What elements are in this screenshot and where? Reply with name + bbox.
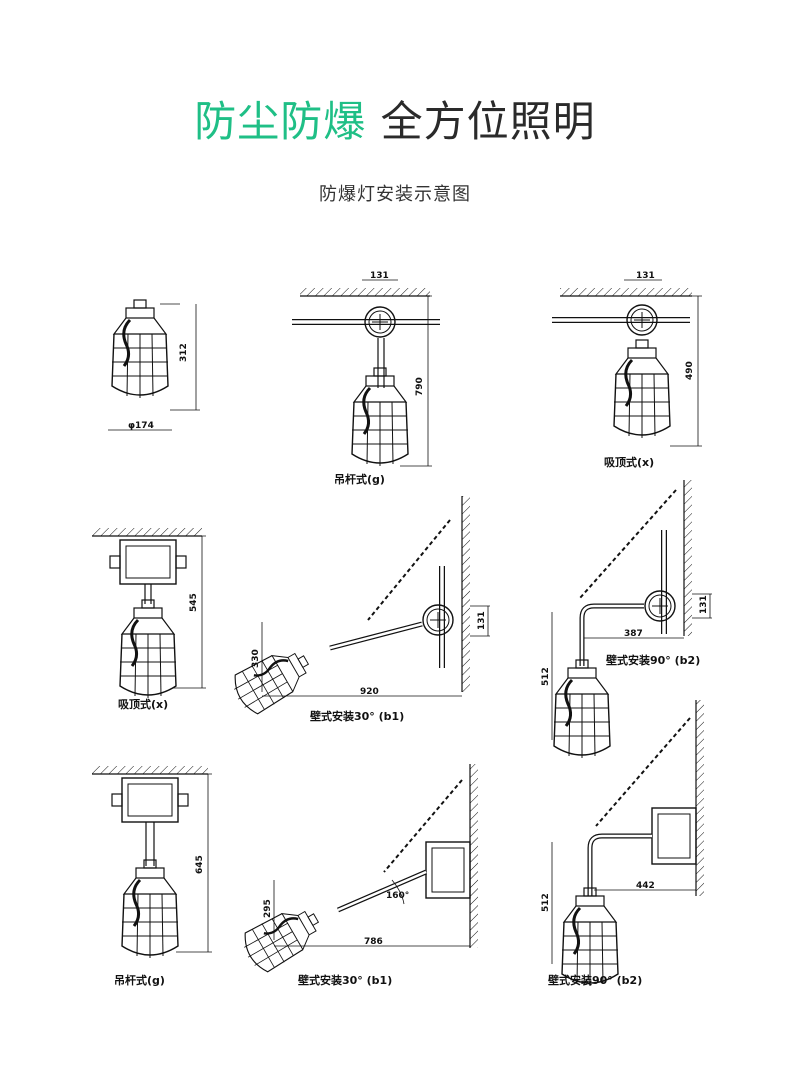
dim-131-wall: 131 xyxy=(477,611,487,630)
figure-wall-90-1: 131 387 512 壁式安装90° (b2) xyxy=(541,480,712,760)
dim-131-ceiling: 131 xyxy=(636,271,655,281)
dim-131: 131 xyxy=(370,271,389,281)
dim-174: φ174 xyxy=(128,421,154,431)
dim-131-wall-90: 131 xyxy=(699,595,709,614)
dim-790: 790 xyxy=(415,377,425,396)
figure-ceiling-mount-2: 545 吸顶式(x) xyxy=(92,528,206,711)
figure-ceiling-mount-1: 131 490 吸顶式(x) xyxy=(552,271,702,469)
caption-ceiling-mount-1: 吸顶式(x) xyxy=(604,455,654,469)
title-dark: 全方位照明 xyxy=(380,97,596,146)
figure-wall-90-2: 442 512 壁式安装90° (b2) xyxy=(541,700,704,988)
figure-wall-30-2: 160° 295 786 壁式安装30° (b1) xyxy=(235,764,478,987)
dim-160deg: 160° xyxy=(386,891,409,901)
figure-pendant-rod-2: 645 吊杆式(g) xyxy=(92,766,212,987)
dim-512: 512 xyxy=(541,667,551,686)
dim-387: 387 xyxy=(624,629,643,639)
dim-545: 545 xyxy=(189,593,199,612)
figure-lamp-dimensions: 312 φ174 xyxy=(108,298,200,431)
figure-wall-30-1: 330 920 131 壁式安装30° (b1) xyxy=(225,496,490,723)
caption-wall-90-2: 壁式安装90° (b2) xyxy=(548,973,642,987)
dim-512-b: 512 xyxy=(541,893,551,912)
dim-786: 786 xyxy=(364,937,383,947)
caption-wall-90-1: 壁式安装90° (b2) xyxy=(606,653,700,667)
dim-920: 920 xyxy=(360,687,379,697)
dim-442: 442 xyxy=(636,881,655,891)
caption-ceiling-mount-2: 吸顶式(x) xyxy=(118,697,168,711)
dim-330: 330 xyxy=(251,649,261,668)
dim-295: 295 xyxy=(263,899,273,918)
dim-645: 645 xyxy=(195,855,205,874)
caption-pendant-rod: 吊杆式(g) xyxy=(334,472,385,486)
caption-pendant-rod-2: 吊杆式(g) xyxy=(114,973,165,987)
caption-wall-30-2: 壁式安装30° (b1) xyxy=(298,973,392,987)
page-title: 防尘防爆 全方位照明 xyxy=(0,88,790,149)
dim-490: 490 xyxy=(685,361,695,380)
figure-pendant-rod: 131 790 吊杆式(g) xyxy=(292,271,440,486)
page-subtitle: 防爆灯安装示意图 xyxy=(319,184,471,205)
caption-wall-30-1: 壁式安装30° (b1) xyxy=(310,709,404,723)
title-green: 防尘防爆 xyxy=(194,97,367,146)
dim-312: 312 xyxy=(179,343,189,362)
